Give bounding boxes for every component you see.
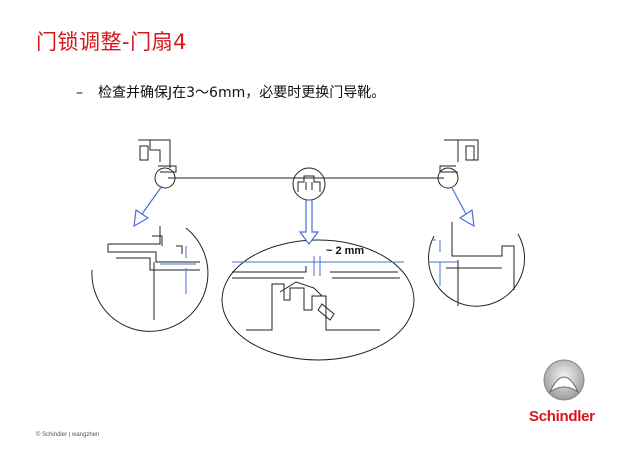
center-lock-part: [297, 175, 321, 192]
right-detail-circle: [428, 233, 525, 307]
left-hanger: [138, 139, 177, 173]
instruction-bullet: –检查并确保J在3～6mm，必要时更换门导靴。: [76, 82, 385, 102]
right-hanger: [439, 139, 479, 173]
left-hanger-bracket: [139, 145, 149, 161]
left-detail-marker: [154, 167, 176, 189]
center-lock-arm: [279, 281, 323, 297]
slide-title: 门锁调整-门扇4: [36, 30, 187, 54]
left-gap-tick: [176, 245, 183, 254]
center-rail-profile: [232, 266, 400, 279]
right-callout-arrow: [451, 187, 475, 228]
center-roller: [317, 303, 335, 321]
right-detail-profile: [446, 222, 515, 306]
bullet-text: 检查并确保J在3～6mm，必要时更换门导靴。: [98, 85, 386, 101]
right-detail-marker: [437, 167, 459, 189]
center-detail-ellipse: [221, 239, 415, 361]
left-detail-hook: [107, 235, 163, 253]
left-detail-circle: [91, 227, 209, 332]
footer-copyright: © Schindler | wangzhen: [36, 432, 100, 438]
left-callout-arrow: [133, 185, 163, 228]
center-callout-arrow: [298, 199, 320, 245]
center-lock-profile: [246, 283, 380, 331]
center-gap-marker: [313, 256, 321, 276]
right-hanger-bracket: [465, 145, 475, 161]
schindler-logo-text: Schindler: [529, 408, 595, 425]
gap-dimension-label: ~ 2 mm: [326, 245, 364, 257]
schindler-logo-icon: [543, 359, 585, 401]
bullet-dash: –: [76, 85, 83, 101]
left-detail-profile: [108, 226, 200, 320]
right-gap-marker: [432, 239, 441, 286]
